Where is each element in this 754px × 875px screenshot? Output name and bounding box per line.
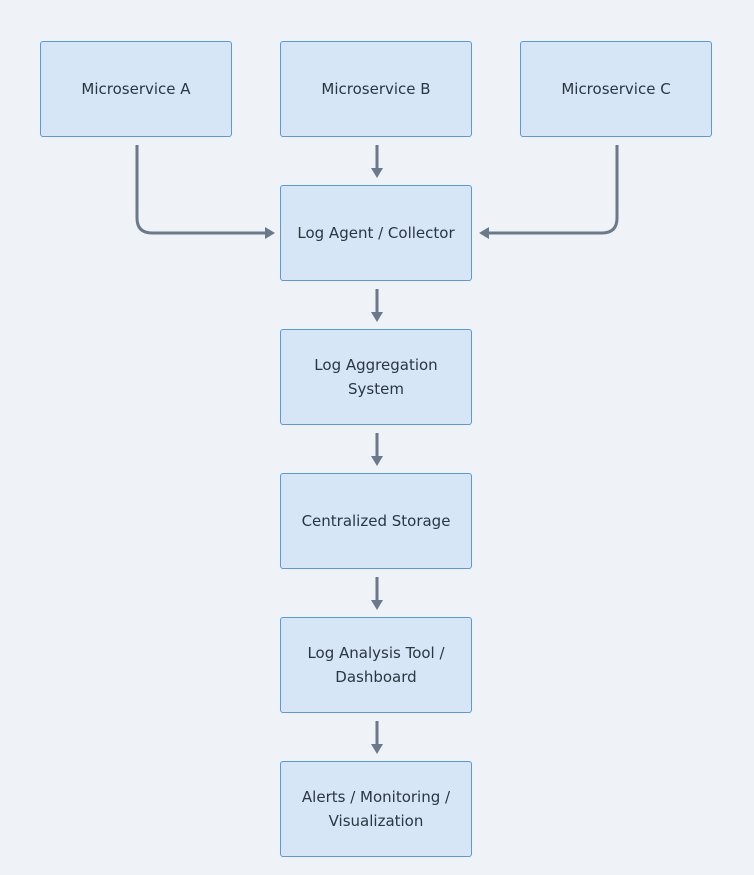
node-alerts-monitoring-visualization: Alerts / Monitoring / Visualization <box>280 761 472 857</box>
node-label: Log Agent / Collector <box>297 224 455 242</box>
node-label: Alerts / Monitoring / Visualization <box>301 788 451 830</box>
node-microservice-c: Microservice C <box>520 41 712 137</box>
arrowhead-ms-b-to-agent <box>371 168 383 178</box>
node-label: Centralized Storage <box>301 512 451 530</box>
node-label: Microservice A <box>81 80 191 98</box>
node-label: Log Analysis Tool / Dashboard <box>307 644 445 686</box>
arrowhead-ms-a-to-agent <box>265 227 275 239</box>
node-microservice-a: Microservice A <box>40 41 232 137</box>
node-log-analysis-dashboard: Log Analysis Tool / Dashboard <box>280 617 472 713</box>
node-microservice-b: Microservice B <box>280 41 472 137</box>
node-label: Microservice C <box>561 80 671 98</box>
edge-ms-c-to-agent <box>488 145 619 235</box>
node-centralized-storage: Centralized Storage <box>280 473 472 569</box>
edge-ms-a-to-agent <box>135 145 266 235</box>
arrowhead-agent-to-agg <box>371 312 383 322</box>
arrowhead-ms-c-to-agent <box>479 227 489 239</box>
node-label: Log Aggregation System <box>314 356 438 398</box>
node-log-aggregation-system: Log Aggregation System <box>280 329 472 425</box>
arrowhead-storage-to-analysis <box>371 600 383 610</box>
node-log-agent-collector: Log Agent / Collector <box>280 185 472 281</box>
arrowhead-agg-to-storage <box>371 456 383 466</box>
node-label: Microservice B <box>321 80 431 98</box>
arrowhead-analysis-to-alerts <box>371 744 383 754</box>
